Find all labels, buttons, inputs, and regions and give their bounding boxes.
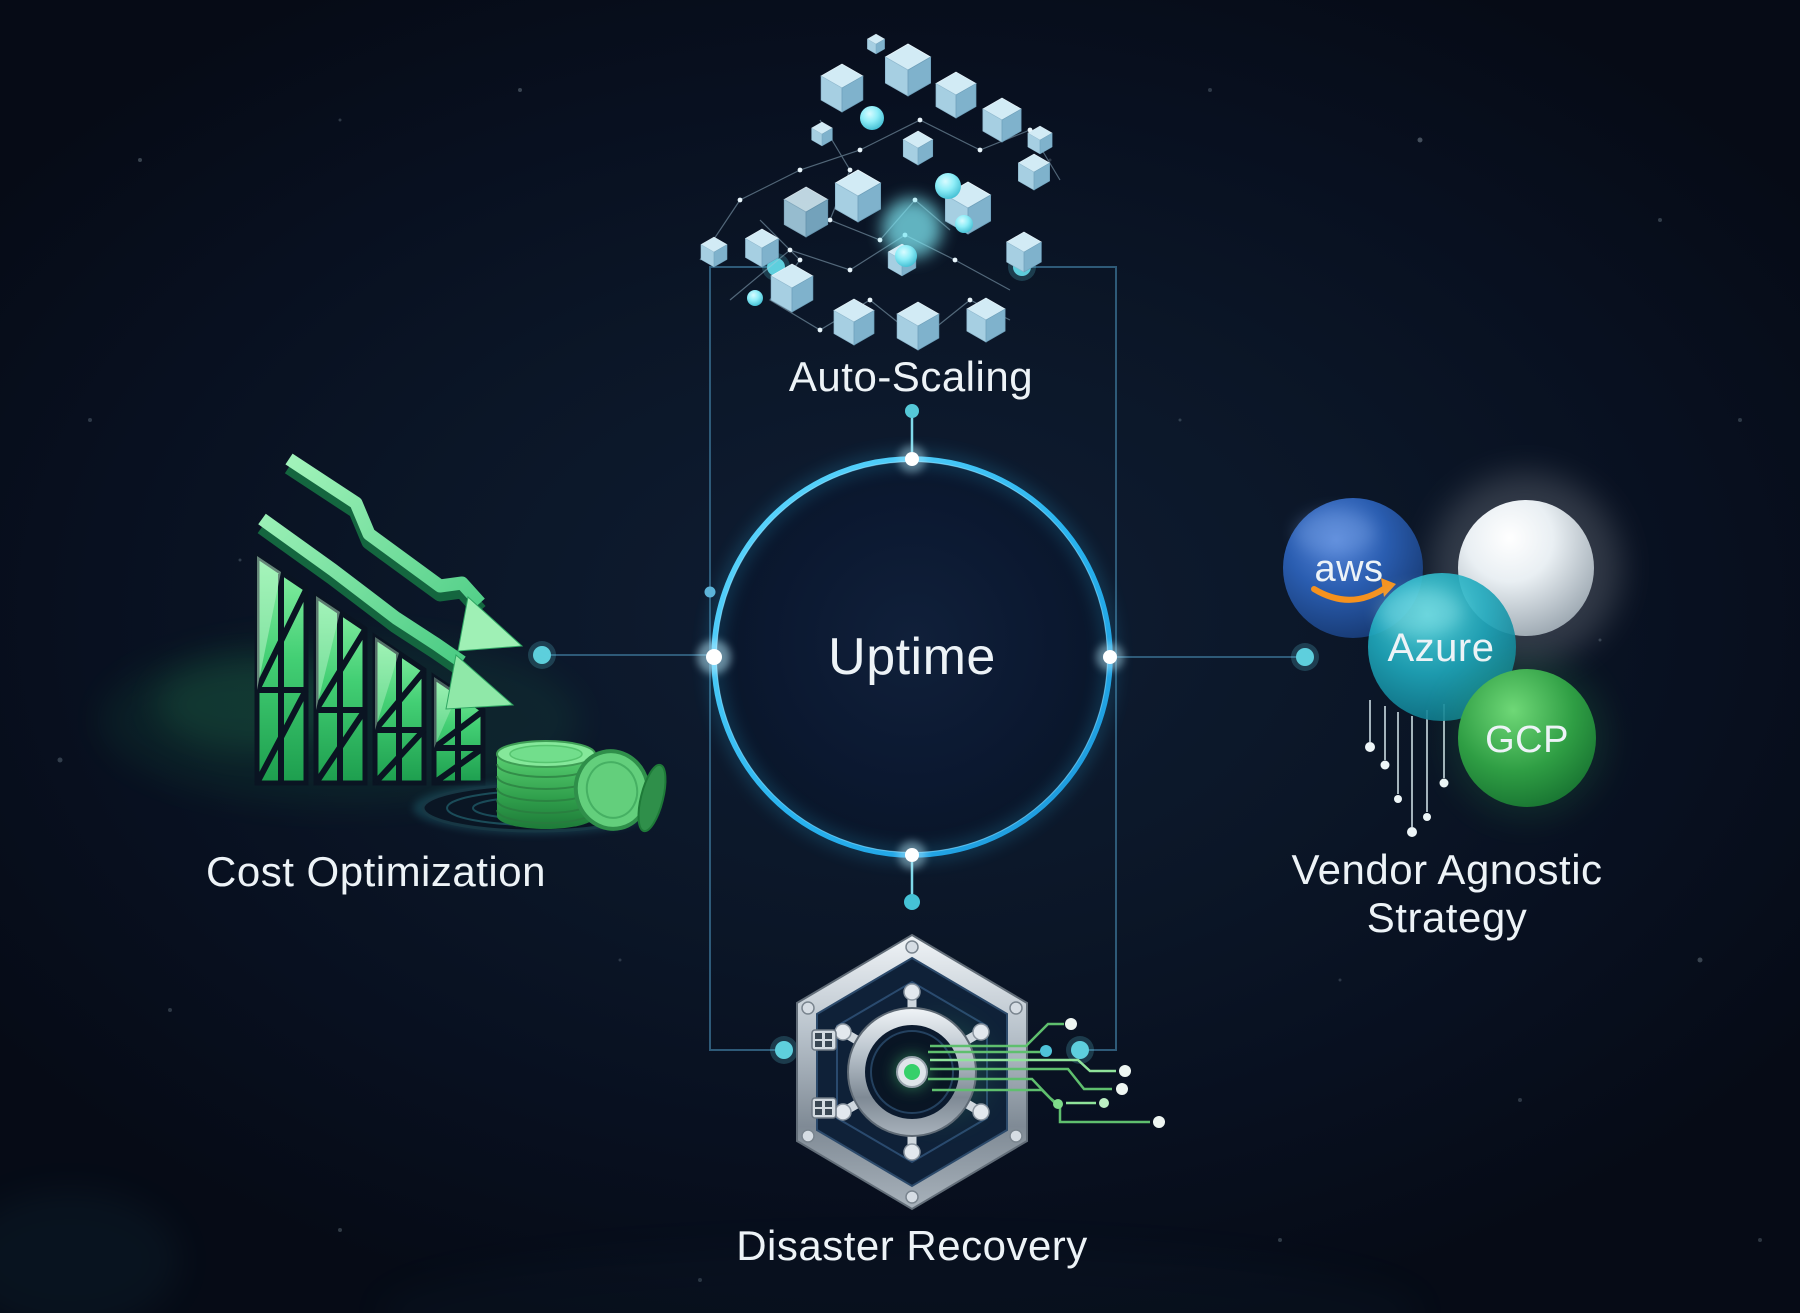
aws-label: aws xyxy=(1314,548,1383,590)
center-label: Uptime xyxy=(828,628,996,686)
vendor-agnostic-label-line1: Vendor Agnostic xyxy=(1291,846,1602,893)
aws-smile-arrow-tip xyxy=(1381,578,1396,597)
arrowhead-lower xyxy=(445,654,515,710)
top-stem-dot xyxy=(905,404,919,418)
aws-smile-icon xyxy=(1311,583,1391,603)
circuit-traces xyxy=(928,1022,1150,1124)
cube-cluster-illustration xyxy=(699,33,1061,351)
rail-node-dot xyxy=(704,586,716,598)
data-rain-lines xyxy=(1369,700,1445,827)
downward-trend-arrows xyxy=(257,453,524,710)
uptime-ring xyxy=(697,404,1124,910)
disaster-recovery-label: Disaster Recovery xyxy=(736,1222,1088,1269)
cluster-mesh xyxy=(699,119,1061,341)
vault-hub-green-core xyxy=(904,1064,920,1080)
vault-corner-bolts xyxy=(801,940,1023,1204)
vendor-spheres-illustration: aws Azure GCP xyxy=(1283,473,1621,837)
leaning-coin xyxy=(573,749,651,831)
bottom-stem-dot xyxy=(904,894,920,910)
gcp-sphere: GCP xyxy=(1447,658,1607,818)
cluster-teal-spheres xyxy=(747,106,973,306)
coin-stack xyxy=(496,740,667,833)
azure-label: Azure xyxy=(1388,626,1495,670)
arrowhead-upper xyxy=(457,596,524,652)
vendor-agnostic-label-line2: Strategy xyxy=(1367,894,1527,941)
cost-optimization-label: Cost Optimization xyxy=(206,848,546,895)
declining-bars xyxy=(254,551,486,786)
starfield xyxy=(0,88,1762,1313)
circuit-trace-dots xyxy=(1040,1018,1165,1128)
ring-nodes xyxy=(697,445,1124,869)
vault-keypads xyxy=(811,1029,837,1119)
cluster-core-glow xyxy=(882,198,942,258)
data-rain-dots xyxy=(1365,742,1449,837)
vault-illustration xyxy=(796,933,1165,1211)
gcp-label: GCP xyxy=(1485,719,1569,761)
cost-chart-illustration xyxy=(100,453,667,834)
auto-scaling-label: Auto-Scaling xyxy=(789,353,1033,400)
labels: Uptime Auto-Scaling Cost Optimization Ve… xyxy=(206,353,1602,1269)
